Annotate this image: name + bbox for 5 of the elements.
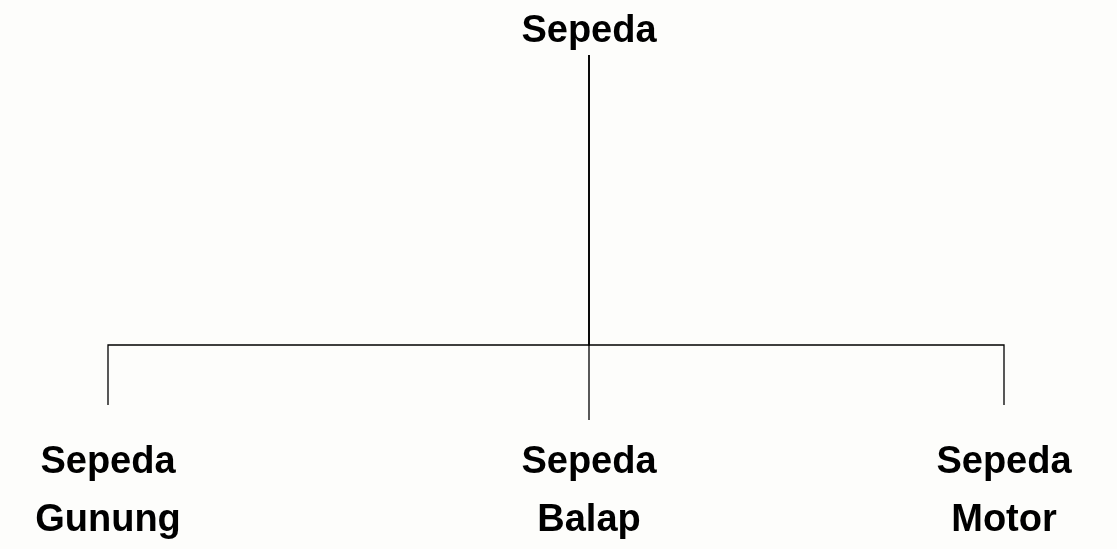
connector-line <box>588 54 1005 406</box>
node-label: Sepeda <box>520 7 658 52</box>
node-label: Sepeda Motor <box>935 438 1073 541</box>
node-label: Sepeda Gunung <box>34 438 182 541</box>
node-label: Sepeda Balap <box>520 438 658 541</box>
